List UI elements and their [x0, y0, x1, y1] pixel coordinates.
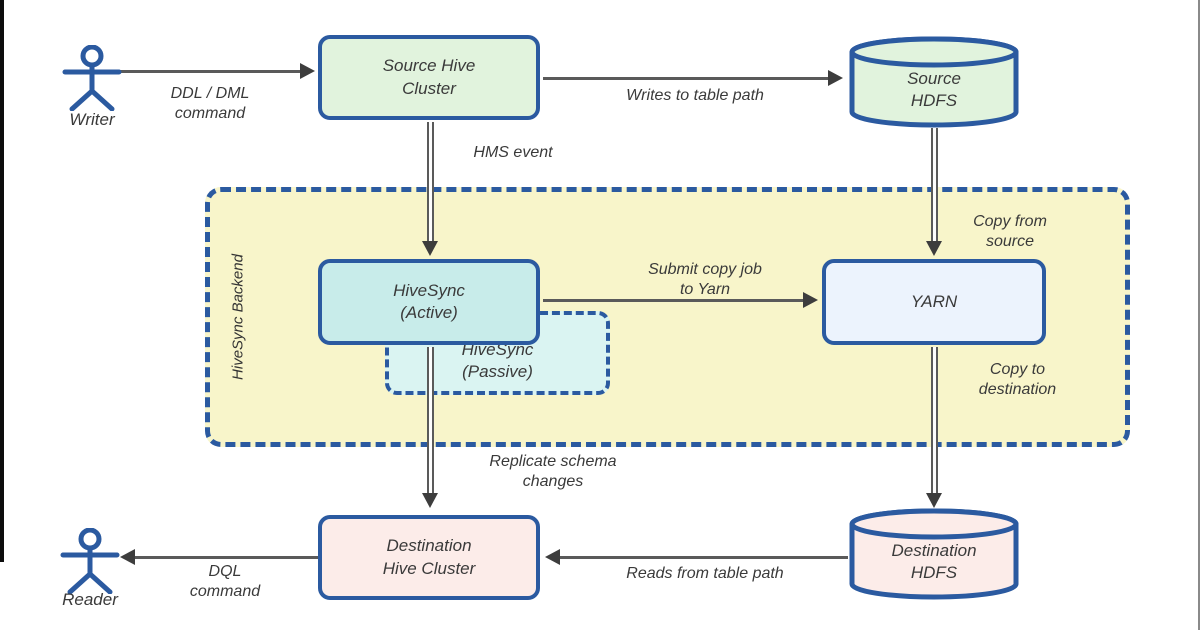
database-cylinder-icon — [849, 36, 1019, 128]
arrowhead-right-icon — [828, 70, 843, 86]
destination-hdfs-label: Destination HDFS — [891, 540, 977, 582]
node-yarn: YARN — [822, 259, 1046, 345]
hivesync-backend-label: HiveSync Backend — [229, 254, 247, 380]
left-edge-bar — [0, 0, 4, 562]
arrow-submit-copy-job — [543, 299, 805, 302]
cylinder-source-hdfs: Source HDFS — [848, 36, 1020, 128]
destination-hive-cluster-label: Destination Hive Cluster — [382, 536, 476, 578]
hivesync-passive-label: HiveSync (Passive) — [461, 339, 534, 381]
arrow-hms-event — [427, 122, 434, 242]
edge-label-writes-to-table-path: Writes to table path — [626, 87, 764, 104]
arrowhead-right-icon — [300, 63, 315, 79]
edge-label-dql-command: DQL command — [189, 563, 261, 600]
edge-label-ddl-dml-command: DDL / DML command — [170, 85, 250, 122]
hivesync-active-label: HiveSync (Active) — [393, 280, 465, 322]
arrow-dql-command — [135, 556, 318, 559]
arrow-replicate-schema — [427, 347, 434, 494]
edge-label-copy-to-destination: Copy to destination — [978, 361, 1057, 398]
node-hivesync-active: HiveSync (Active) — [318, 259, 540, 345]
arrowhead-down-icon — [926, 241, 942, 256]
reader-actor-icon — [58, 527, 122, 599]
edge-label-replicate-schema: Replicate schema changes — [489, 453, 617, 490]
arrowhead-down-icon — [422, 493, 438, 508]
node-destination-hive-cluster: Destination Hive Cluster — [318, 515, 540, 600]
arrowhead-left-icon — [545, 549, 560, 565]
arrow-reads-from-table-path — [560, 556, 848, 559]
edge-label-hms-event: HMS event — [473, 144, 553, 161]
arrow-source-hive-to-source-hdfs — [543, 77, 828, 80]
database-cylinder-icon — [849, 508, 1019, 600]
arrowhead-down-icon — [926, 493, 942, 508]
cylinder-destination-hdfs: Destination HDFS — [848, 508, 1020, 600]
reader-label: Reader — [62, 590, 118, 609]
yarn-label: YARN — [910, 291, 958, 311]
edge-label-submit-copy-job: Submit copy job to Yarn — [648, 261, 762, 298]
right-edge-bar — [1198, 0, 1200, 630]
edge-label-reads-from-table-path: Reads from table path — [626, 565, 784, 582]
writer-actor-icon — [60, 44, 124, 116]
source-hive-cluster-label: Source Hive Cluster — [382, 56, 476, 98]
arrow-copy-from-source — [931, 128, 938, 242]
edge-label-copy-from-source: Copy from source — [973, 213, 1047, 250]
source-hdfs-label: Source HDFS — [907, 68, 961, 110]
arrowhead-down-icon — [422, 241, 438, 256]
writer-label: Writer — [69, 110, 115, 129]
arrow-writer-to-source-hive — [118, 70, 302, 73]
arrowhead-right-icon — [803, 292, 818, 308]
arrow-copy-to-destination — [931, 347, 938, 494]
arrowhead-left-icon — [120, 549, 135, 565]
node-source-hive-cluster: Source Hive Cluster — [318, 35, 540, 120]
